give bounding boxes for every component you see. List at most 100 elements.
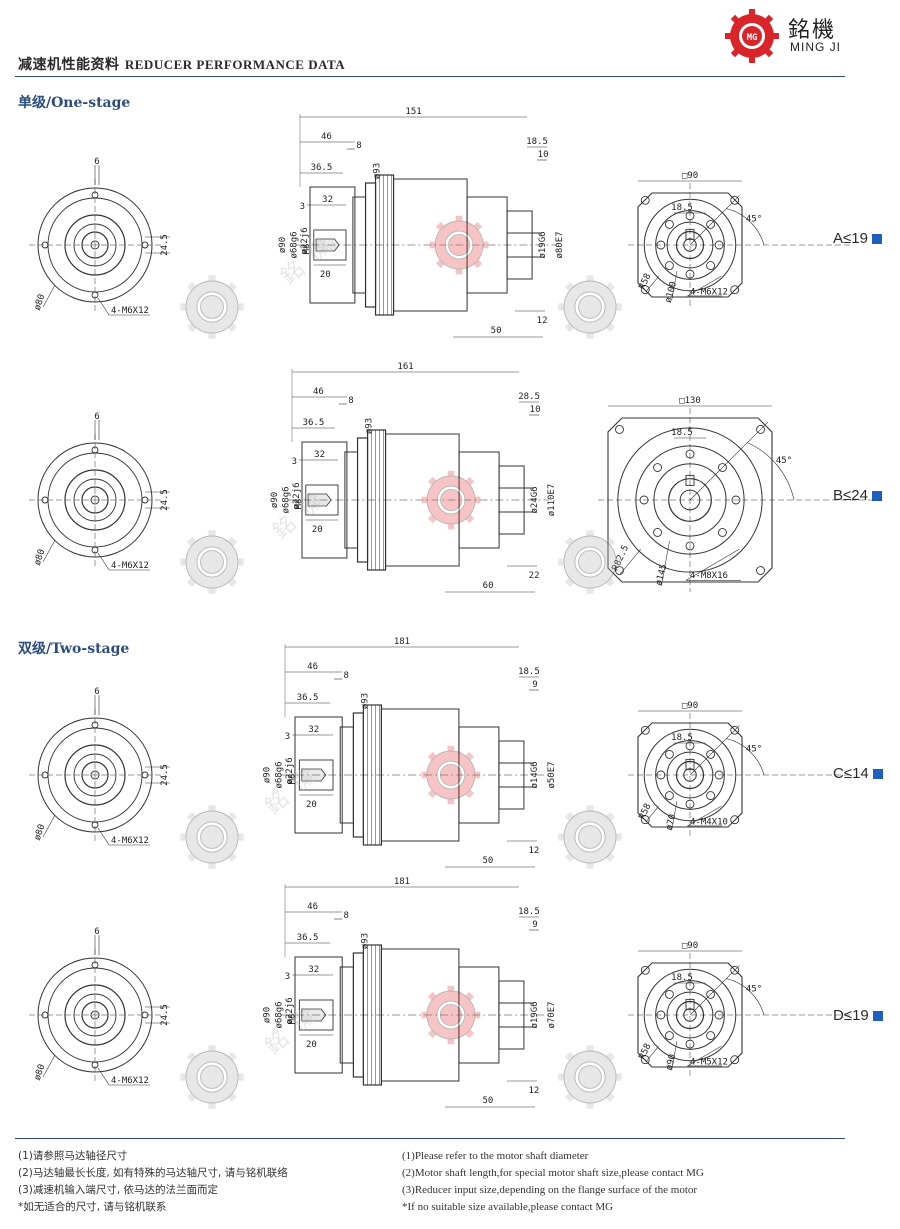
drawing-circle: [41, 771, 49, 779]
drawing-circle: [730, 815, 740, 825]
drawing-circle: [436, 485, 466, 515]
gear-tooth: [564, 281, 577, 294]
dim-width: 6: [94, 927, 99, 937]
dim-length-1: 46: [307, 902, 318, 912]
drawing-circle: [578, 295, 602, 319]
drawing-rect: [498, 980, 525, 1050]
drawing-circle: [730, 285, 740, 295]
drawing-circle: [439, 1003, 462, 1027]
gear-watermark-icon: [429, 215, 489, 275]
notes-chinese: (1)请参照马达轴径尺寸 (2)马达轴最长长度, 如有特殊的马达轴尺寸, 请与铭…: [18, 1148, 288, 1216]
dim-pilot-diameter: ø70E7: [547, 1001, 557, 1028]
dim-angle: 45°: [746, 745, 762, 755]
dim-length-2: 8: [343, 911, 348, 921]
drawing-circle: [196, 291, 228, 323]
drawing-circle: [91, 546, 99, 554]
drawing-circle: [185, 810, 239, 864]
drawing-circle: [730, 725, 740, 735]
drawing-circle: [47, 197, 143, 293]
dim-length-2: 8: [343, 671, 348, 681]
dim-radius: R82.5: [611, 544, 632, 573]
drawing-circle: [756, 566, 765, 575]
gear-tooth: [436, 221, 447, 233]
gear-watermark-icon: [421, 470, 481, 530]
gear-tooth: [235, 833, 244, 841]
drawing-circle: [81, 231, 109, 259]
gear-tooth: [235, 1073, 244, 1081]
dim-diameter-2: ø68g6: [282, 486, 292, 513]
bolt-spec: 4-M6X12: [111, 1076, 149, 1086]
gear-tooth: [208, 860, 216, 869]
dim-radius: R58: [638, 802, 654, 821]
drawing-circle: [141, 1011, 149, 1019]
dim-top-2: 10: [530, 405, 541, 415]
drawing-circle: [73, 478, 117, 522]
gear-tooth: [428, 512, 439, 524]
dim-thread: M8: [294, 499, 304, 510]
dim-bottom-2: 60: [483, 581, 494, 591]
drawing-rect: [294, 956, 343, 1074]
drawing-circle: [706, 219, 716, 229]
drawing-circle: [574, 821, 606, 853]
dim-pcd: ø100: [664, 281, 679, 305]
note-cn-2: (2)马达轴最长长度, 如有特殊的马达轴尺寸, 请与铭机联络: [18, 1167, 288, 1179]
drawing-circle: [640, 815, 650, 825]
drawing-rect: [380, 708, 460, 842]
bolt-spec: 4-M8X16: [690, 571, 728, 581]
drawing-rect: [498, 740, 525, 810]
drawing-rect: [298, 759, 334, 791]
gear-tooth: [428, 476, 439, 488]
drawing-circle: [675, 230, 705, 260]
gear-tooth: [427, 991, 439, 1003]
drawing-line: [645, 276, 660, 292]
gear-tooth: [586, 1045, 594, 1054]
dim-diameter-3: ø22j6: [285, 757, 295, 784]
threaded-shaft: [307, 493, 332, 507]
drawing-circle: [426, 750, 476, 800]
gear-tooth: [225, 1051, 238, 1064]
drawing-rect: [685, 228, 695, 240]
gear-tooth: [472, 1011, 481, 1019]
watermark-text: 銘 機: [261, 1004, 321, 1060]
watermark-text: 銘 機: [261, 764, 321, 820]
drawing-rect: [339, 726, 354, 824]
drawing-line: [689, 195, 740, 246]
gear-tooth: [455, 266, 463, 275]
page-title-cn: 减速机性能资料: [18, 57, 120, 73]
dim-key: 18.5: [671, 203, 693, 213]
watermark-text: 銘 機: [276, 234, 336, 290]
drawing-circle: [196, 1061, 228, 1093]
dim-top-2: 9: [532, 920, 537, 930]
dim-diameter: ø80: [33, 293, 48, 312]
gear-tooth: [427, 751, 439, 763]
drawing-circle: [426, 990, 476, 1040]
drawing-circle: [200, 550, 224, 574]
gear-tooth: [564, 536, 577, 549]
drawing-circle: [656, 1010, 666, 1020]
angle-arc: [726, 978, 765, 1016]
gear-tooth: [180, 558, 189, 566]
gear-tooth: [455, 215, 463, 224]
drawing-rect: [339, 966, 354, 1064]
gear-tooth: [613, 303, 622, 311]
gear-tooth: [235, 558, 244, 566]
gear-tooth: [463, 476, 475, 488]
gear-tooth: [558, 558, 567, 566]
dim-diameter-1: ø90: [262, 767, 272, 783]
drawing-circle: [640, 1055, 650, 1065]
drawing-circle: [643, 728, 737, 822]
dim-thread: M8: [288, 1014, 298, 1025]
drawing-circle: [90, 240, 100, 250]
logo-english-name: MING JI: [790, 40, 841, 54]
drawing-rect: [685, 474, 695, 486]
dim-length-4: 3: [300, 202, 305, 212]
gear-tooth: [186, 536, 199, 549]
drawing-circle: [90, 1010, 100, 1020]
drawing-line: [645, 1046, 660, 1062]
drawing-circle: [185, 535, 239, 589]
drawing-circle: [730, 965, 740, 975]
gear-tooth: [564, 1051, 577, 1064]
brand-logo: MG: [725, 9, 779, 63]
